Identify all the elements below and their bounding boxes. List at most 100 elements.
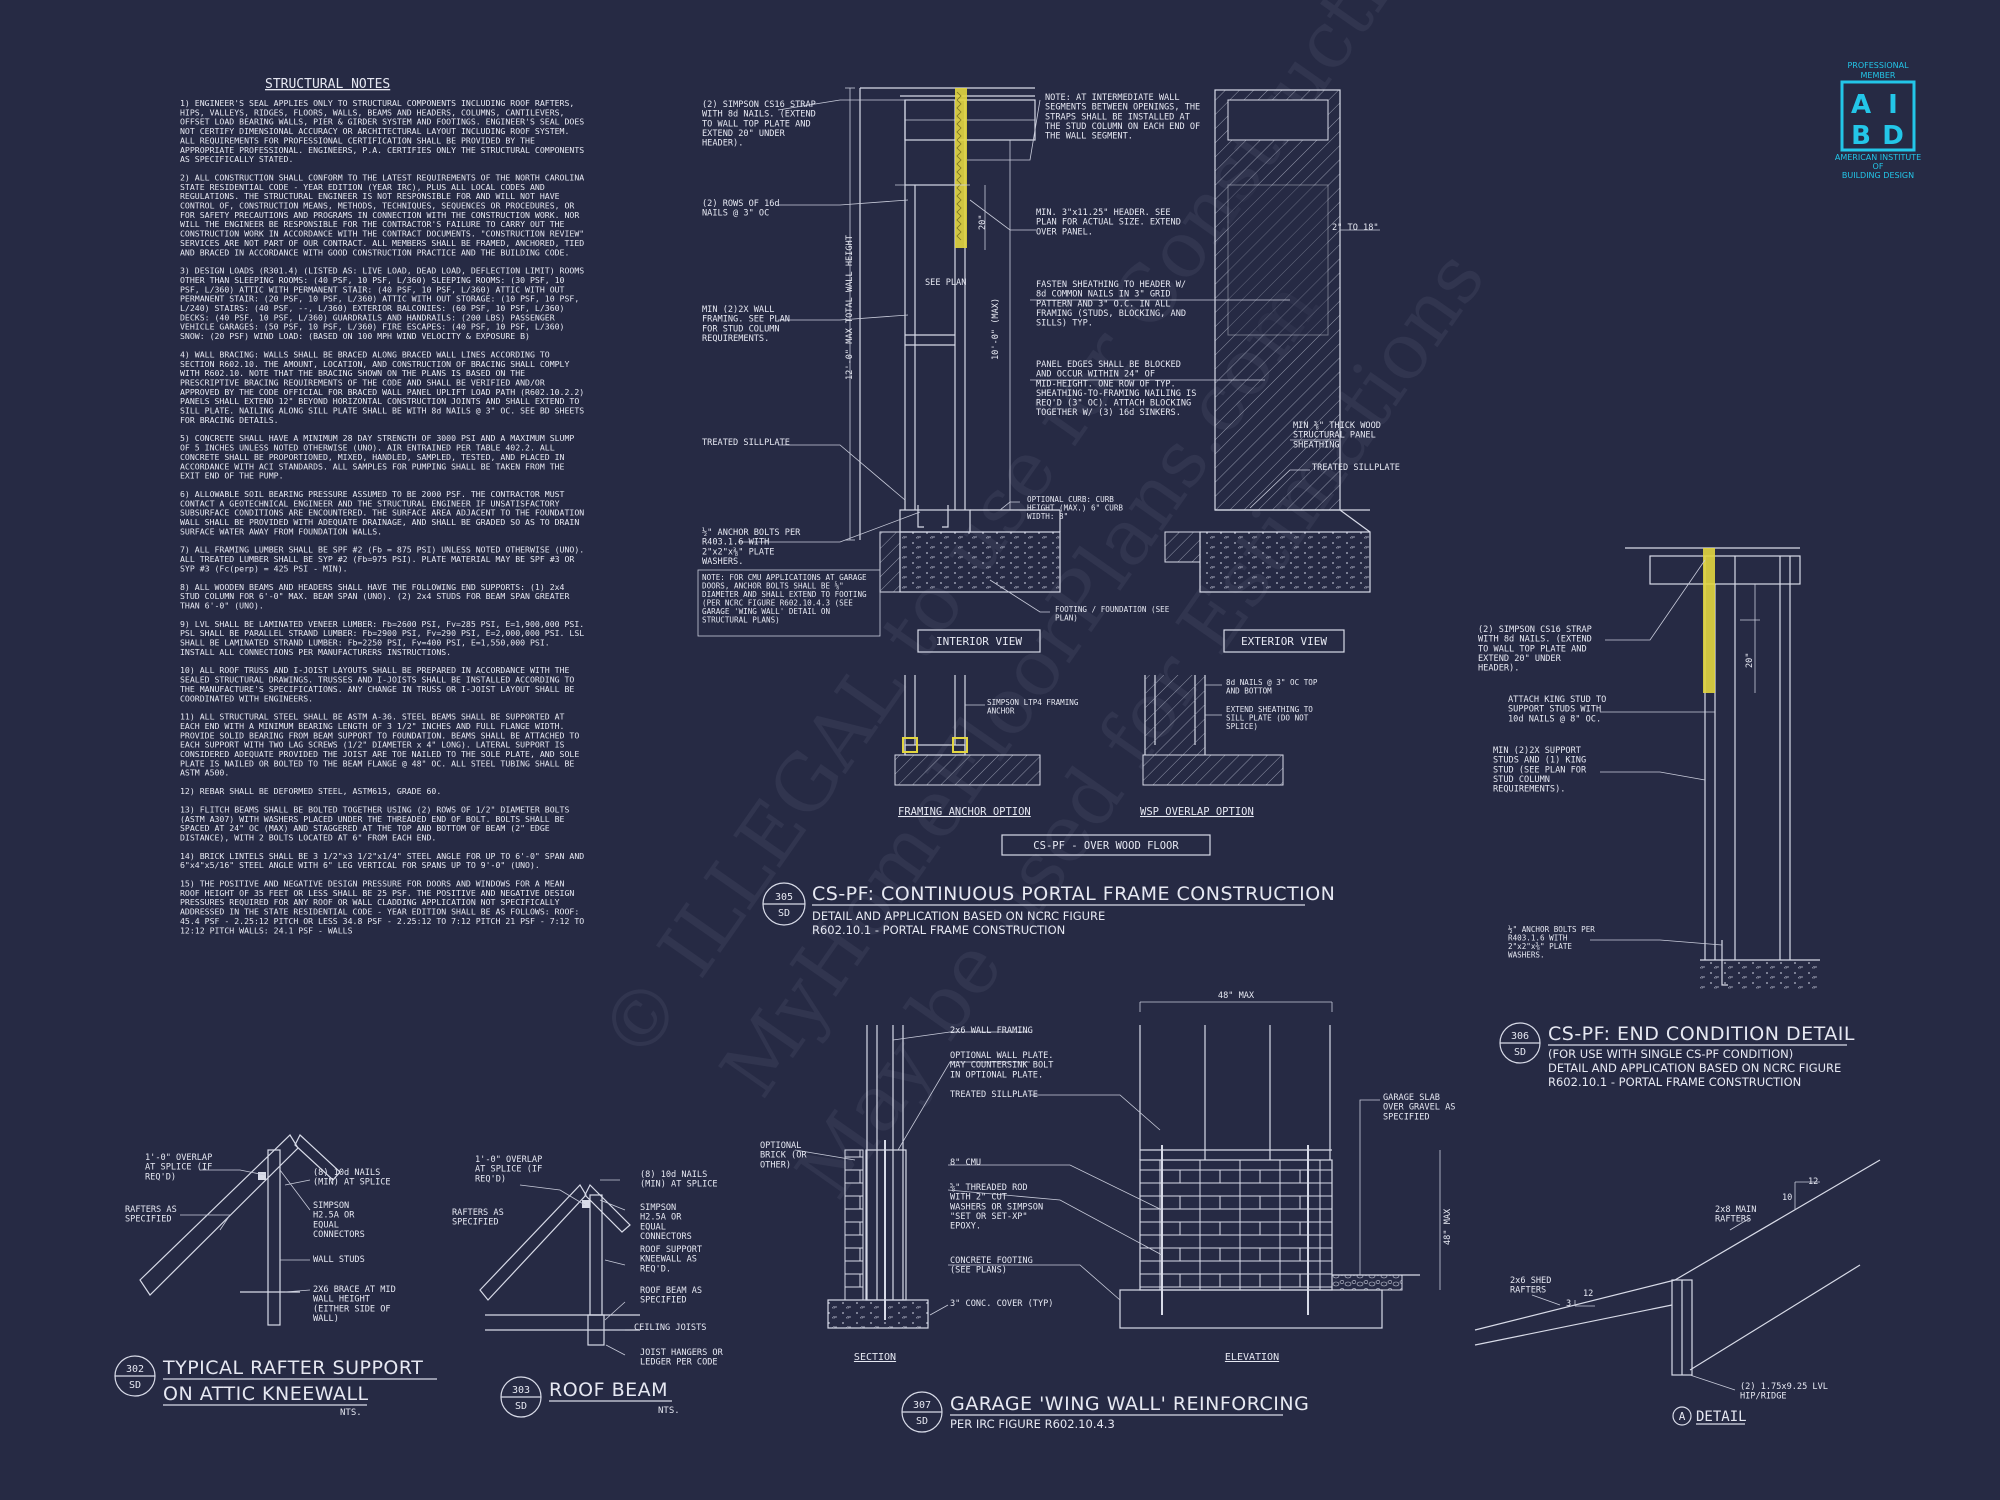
303-ceiling-label: CEILING JOISTS [634,1323,706,1333]
303-title-block: 303 SD ROOF BEAM NTS. [500,1376,680,1418]
303-num: 303 [512,1385,530,1396]
a-letter: A [1679,1410,1686,1423]
note-paragraph: 2) ALL CONSTRUCTION SHALL CONFORM TO THE… [180,172,584,257]
dim-see-plan: SEE PLAN [925,278,966,288]
logo-letter-d: D [1882,121,1904,151]
307-cover-label: 3" CONC. COVER (TYP) [950,1299,1053,1309]
framing-anchor-title: FRAMING ANCHOR OPTION [898,806,1031,818]
logo-org-line3: BUILDING DESIGN [1842,171,1914,180]
307-opt-plate-label: OPTIONAL WALL PLATE.MAY COUNTERSINK BOLT… [950,1051,1053,1080]
307-cmu-label: 8" CMU [950,1158,981,1168]
note-paragraph: 11) ALL STRUCTURAL STEEL SHALL BE ASTM A… [180,712,579,778]
302-title-block: 302 SD TYPICAL RAFTER SUPPORT ON ATTIC K… [114,1355,437,1418]
logo-frame [1840,80,1916,152]
note-paragraph: 12) REBAR SHALL BE DEFORMED STEEL, ASTM6… [180,786,441,796]
dim-2-to-18: 2" TO 18" [1332,223,1379,233]
302-sheet: SD [129,1380,141,1391]
306-num: 306 [1511,1031,1529,1042]
detail-305-portal-frame: INTERIOR VIEW 12'-0" MAX TOTAL WALL HEIG… [697,87,1400,937]
307-section-label: SECTION [854,1352,896,1363]
302-title1: TYPICAL RAFTER SUPPORT [162,1357,423,1379]
note-paragraph: 9) LVL SHALL BE LAMINATED VENEER LUMBER:… [180,619,584,657]
note-paragraph: 5) CONCRETE SHALL HAVE A MINIMUM 28 DAY … [180,433,574,480]
306-sub2: DETAIL AND APPLICATION BASED ON NCRC FIG… [1548,1061,1841,1075]
note-paragraph: 15) THE POSITIVE AND NEGATIVE DESIGN PRE… [180,879,584,936]
note-paragraph: 1) ENGINEER'S SEAL APPLIES ONLY TO STRUC… [180,98,584,164]
307-title: GARAGE 'WING WALL' REINFORCING [950,1393,1309,1415]
307-sheet: SD [916,1416,928,1427]
exterior-view-label: EXTERIOR VIEW [1241,635,1327,648]
307-elevation-label: ELEVATION [1225,1352,1279,1363]
305-leaders [738,99,1340,613]
307-framing-label: 2x6 WALL FRAMING [950,1026,1033,1036]
cmu-note-box [697,569,881,637]
305-title: CS-PF: CONTINUOUS PORTAL FRAME CONSTRUCT… [812,883,1335,905]
logo-org-line1: AMERICAN INSTITUTE [1835,153,1921,162]
307-title-block: 307 SD GARAGE 'WING WALL' REINFORCING PE… [901,1391,1309,1433]
over-wood-box [1001,834,1211,856]
a-circle [1672,1406,1692,1426]
note-paragraph: 13) FLITCH BEAMS SHALL BE BOLTED TOGETHE… [180,804,569,842]
note-paragraph: 7) ALL FRAMING LUMBER SHALL BE SPF #2 (F… [180,545,584,574]
dim-10ft: 10'-0" (MAX) [991,298,1001,360]
305-title-block: 305 SD CS-PF: CONTINUOUS PORTAL FRAME CO… [762,882,1335,937]
302-title2: ON ATTIC KNEEWALL [163,1383,369,1405]
a-pitch-12b: 12 [1583,1289,1593,1299]
logo-top-line2: MEMBER [1861,71,1896,80]
306-title-block: 306 SD CS-PF: END CONDITION DETAIL (FOR … [1499,1022,1854,1089]
305-num: 305 [775,892,793,903]
305-treated2-label: TREATED SILLPLATE [1312,463,1400,473]
interior-view-drawing: INTERIOR VIEW 12'-0" MAX TOTAL WALL HEIG… [845,87,1061,653]
notes-heading: STRUCTURAL NOTES [265,77,390,92]
note-paragraph: 10) ALL ROOF TRUSS AND I-JOIST LAYOUTS S… [180,665,574,703]
302-nails-label: (8) 10d NAILS(MIN) AT SPLICE [313,1168,391,1188]
dim-20in: 20" [978,214,988,230]
307-num: 307 [913,1400,931,1411]
305-sheet: SD [778,908,790,919]
note-paragraph: 8) ALL WOODEN BEAMS AND HEADERS SHALL HA… [180,582,569,611]
303-nts: NTS. [658,1406,680,1416]
305-fasten-label: FASTEN SHEATHING TO HEADER W/8d COMMON N… [1036,280,1186,329]
a-pitch-3: 3 [1566,1299,1571,1309]
interior-view-box [917,629,1041,653]
logo-letter-a: A [1851,90,1871,120]
logo-org-line2: OF [1873,162,1884,171]
305-sub1: DETAIL AND APPLICATION BASED ON NCRC FIG… [812,909,1105,923]
307-dim-48max: 48" MAX [1218,991,1255,1001]
note-paragraph: 6) ALLOWABLE SOIL BEARING PRESSURE ASSUM… [180,489,584,536]
dim-12ft: 12'-0" MAX TOTAL WALL HEIGHT [845,235,855,380]
note-paragraph: 14) BRICK LINTELS SHALL BE 3 1/2"x3 1/2"… [180,851,584,870]
logo-letter-i: I [1888,90,1898,120]
